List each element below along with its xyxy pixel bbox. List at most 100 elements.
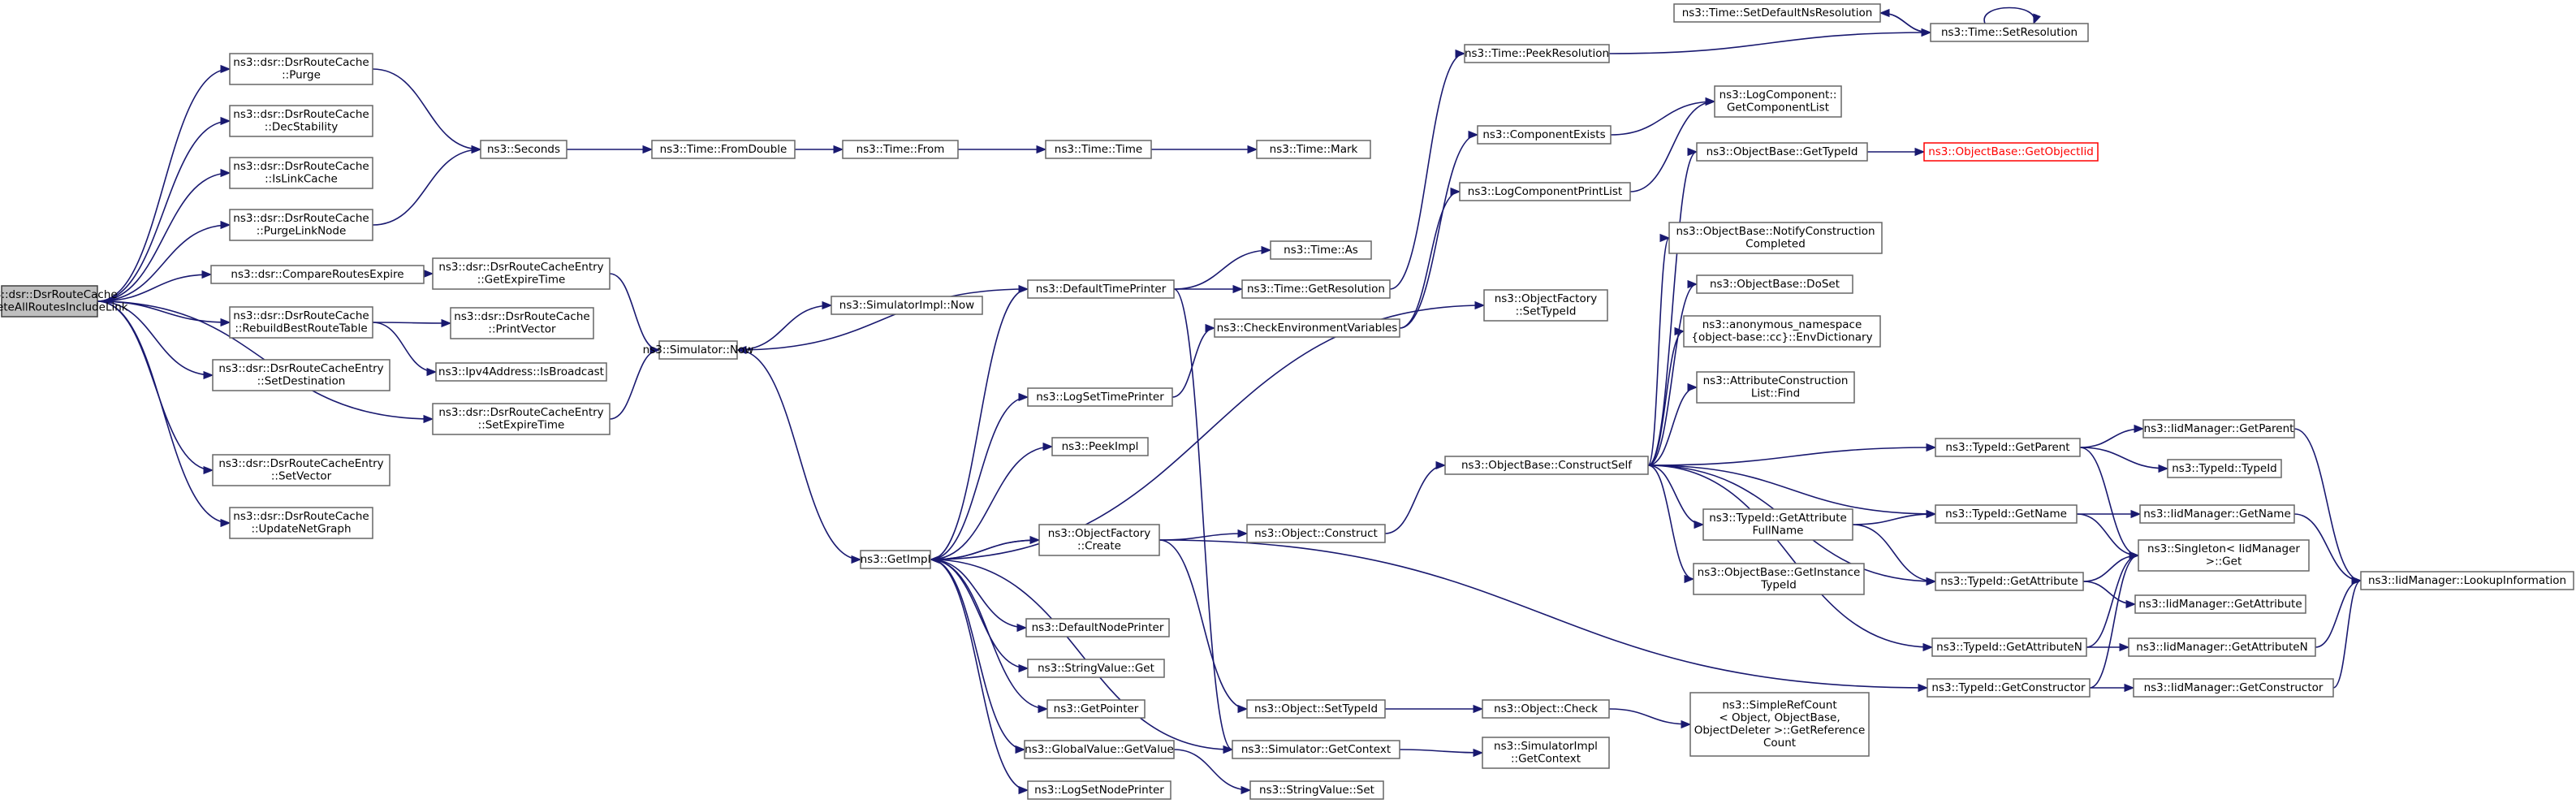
node-setexp[interactable]: ns3::dsr::DsrRouteCacheEntry::SetExpireT… xyxy=(432,403,611,435)
node-timemark[interactable]: ns3::Time::Mark xyxy=(1256,140,1371,159)
node-objsettid[interactable]: ns3::Object::SetTypeId xyxy=(1246,699,1386,719)
node-defnp[interactable]: ns3::DefaultNodePrinter xyxy=(1025,618,1170,637)
edge-ofcreate-to-objsettid xyxy=(1159,539,1249,714)
node-purgelink[interactable]: ns3::dsr::DsrRouteCache::PurgeLinkNode xyxy=(229,209,373,241)
node-iidlookup[interactable]: ns3::IidManager::LookupInformation xyxy=(2360,571,2574,590)
node-obgetoid[interactable]: ns3::ObjectBase::GetObjectIid xyxy=(1923,142,2099,162)
node-compexists[interactable]: ns3::ComponentExists xyxy=(1477,125,1612,145)
edge-ofcreate-to-objconstruct xyxy=(1159,529,1249,541)
node-setdest[interactable]: ns3::dsr::DsrRouteCacheEntry::SetDestina… xyxy=(212,359,390,391)
edge-getimpl-to-gvget xyxy=(930,559,1026,754)
node-box xyxy=(1673,3,1881,23)
node-timeas[interactable]: ns3::Time::As xyxy=(1270,240,1372,260)
node-logcgcl[interactable]: ns3::LogComponent::GetComponentList xyxy=(1714,85,1842,118)
node-iidgetparent[interactable]: ns3::IidManager::GetParent xyxy=(2142,419,2295,439)
node-tidtid[interactable]: ns3::TypeId::TypeId xyxy=(2167,459,2282,478)
node-gvget[interactable]: ns3::GlobalValue::GetValue xyxy=(1024,740,1175,759)
node-simimplgetctx[interactable]: ns3::SimulatorImpl::GetContext xyxy=(1482,737,1610,769)
edge-setdefns-to-setres xyxy=(1879,12,1932,37)
node-simnow[interactable]: ns3::Simulator::Now xyxy=(643,340,754,360)
node-rebuild[interactable]: ns3::dsr::DsrRouteCache::RebuildBestRout… xyxy=(229,306,373,339)
node-updnet[interactable]: ns3::dsr::DsrRouteCache::UpdateNetGraph xyxy=(229,507,373,539)
edge-deftp-to-timeas xyxy=(1173,245,1272,290)
node-envdict[interactable]: ns3::anonymous_namespace{object-base::cc… xyxy=(1683,315,1881,348)
node-obgettid[interactable]: ns3::ObjectBase::GetTypeId xyxy=(1696,142,1868,162)
node-label: ns3::dsr::DsrRouteCache xyxy=(454,310,589,323)
node-box xyxy=(2134,594,2306,614)
node-peekres[interactable]: ns3::Time::PeekResolution xyxy=(1464,44,1610,63)
node-box xyxy=(229,306,373,339)
node-box xyxy=(229,105,373,137)
edge-ofcreate-to-getimpl xyxy=(929,539,1040,564)
node-box xyxy=(1025,618,1170,637)
node-box xyxy=(1930,23,2089,42)
node-label: ns3::LogSetNodePrinter xyxy=(1034,784,1164,797)
node-peekimpl[interactable]: ns3::PeekImpl xyxy=(1051,437,1149,456)
node-tidgetname[interactable]: ns3::TypeId::GetName xyxy=(1935,504,2078,524)
node-strset[interactable]: ns3::StringValue::Set xyxy=(1249,780,1384,800)
node-label: ns3::dsr::DsrRouteCache xyxy=(233,108,369,121)
node-decstab[interactable]: ns3::dsr::DsrRouteCache::DecStability xyxy=(229,105,373,137)
node-getres[interactable]: ns3::Time::GetResolution xyxy=(1241,279,1391,299)
node-label: ns3::ObjectFactory xyxy=(1048,527,1151,540)
node-obnotify[interactable]: ns3::ObjectBase::NotifyConstructionCompl… xyxy=(1668,222,1883,254)
node-label: ::Purge xyxy=(282,69,321,82)
node-strget[interactable]: ns3::StringValue::Get xyxy=(1027,659,1165,678)
node-label: ns3::GetPointer xyxy=(1054,702,1139,715)
node-box xyxy=(1689,692,1870,757)
node-root[interactable]: ns3::dsr::DsrRouteCache::DeleteAllRoutes… xyxy=(0,285,128,318)
node-tidgetparent[interactable]: ns3::TypeId::GetParent xyxy=(1935,438,2081,457)
node-ofcreate[interactable]: ns3::ObjectFactory::Create xyxy=(1038,524,1160,556)
node-objconstruct[interactable]: ns3::Object::Construct xyxy=(1246,524,1386,543)
node-getexp[interactable]: ns3::dsr::DsrRouteCacheEntry::GetExpireT… xyxy=(432,257,611,290)
node-setdefns[interactable]: ns3::Time::SetDefaultNsResolution xyxy=(1673,3,1881,23)
edge-getimpl-to-getptr xyxy=(930,559,1049,714)
node-purge[interactable]: ns3::dsr::DsrRouteCache::Purge xyxy=(229,53,373,85)
node-label: ObjectDeleter >::GetReference xyxy=(1694,724,1866,737)
node-compare[interactable]: ns3::dsr::CompareRoutesExpire xyxy=(210,265,425,284)
node-tidgetctor[interactable]: ns3::TypeId::GetConstructor xyxy=(1927,678,2091,698)
node-srcgetref[interactable]: ns3::SimpleRefCount< Object, ObjectBase,… xyxy=(1689,692,1870,757)
node-tidgetattr[interactable]: ns3::TypeId::GetAttribute xyxy=(1935,572,2084,591)
node-printvec[interactable]: ns3::dsr::DsrRouteCache::PrintVector xyxy=(450,307,594,339)
node-setres[interactable]: ns3::Time::SetResolution xyxy=(1930,23,2089,42)
node-obconstructself[interactable]: ns3::ObjectBase::ConstructSelf xyxy=(1444,456,1649,475)
node-iidgetname[interactable]: ns3::IidManager::GetName xyxy=(2139,504,2295,524)
node-getimpl[interactable]: ns3::GetImpl xyxy=(860,550,931,569)
node-label: ::SetDestination xyxy=(257,375,346,388)
node-chkenv[interactable]: ns3::CheckEnvironmentVariables xyxy=(1214,318,1400,338)
node-label: ::UpdateNetGraph xyxy=(251,523,351,536)
node-label: ns3::GlobalValue::GetValue xyxy=(1025,743,1174,756)
node-deftp[interactable]: ns3::DefaultTimePrinter xyxy=(1027,279,1175,299)
node-box xyxy=(651,140,796,159)
edge-getres-to-peekres xyxy=(1389,49,1466,290)
node-label: ns3::SimulatorImpl::Now xyxy=(839,299,974,312)
node-objcheck[interactable]: ns3::Object::Check xyxy=(1482,699,1610,719)
node-logstp[interactable]: ns3::LogSetTimePrinter xyxy=(1027,387,1173,407)
node-isbcast[interactable]: ns3::Ipv4Address::IsBroadcast xyxy=(435,362,607,382)
node-islink[interactable]: ns3::dsr::DsrRouteCache::IsLinkCache xyxy=(229,157,373,189)
edge-purge-to-seconds xyxy=(372,68,482,154)
node-logcpl[interactable]: ns3::LogComponentPrintList xyxy=(1459,182,1631,201)
node-iidgetctor[interactable]: ns3::IidManager::GetConstructor xyxy=(2133,678,2334,698)
node-simimplnow[interactable]: ns3::SimulatorImpl::Now xyxy=(831,296,983,315)
node-tidgetattrn[interactable]: ns3::TypeId::GetAttributeN xyxy=(1931,637,2087,657)
node-ofsettid[interactable]: ns3::ObjectFactory::SetTypeId xyxy=(1483,289,1608,322)
node-iidgetattrn[interactable]: ns3::IidManager::GetAttributeN xyxy=(2128,637,2316,657)
node-obdoset[interactable]: ns3::ObjectBase::DoSet xyxy=(1696,274,1853,294)
node-label: ::GetExpireTime xyxy=(477,274,566,287)
node-label: ns3::Object::Construct xyxy=(1254,527,1378,540)
node-timefrom[interactable]: ns3::Time::From xyxy=(842,140,959,159)
node-singleton[interactable]: ns3::Singleton< IidManager>::Get xyxy=(2138,539,2310,572)
node-simgetctx[interactable]: ns3::Simulator::GetContext xyxy=(1232,740,1400,759)
node-logsnp[interactable]: ns3::LogSetNodePrinter xyxy=(1027,780,1171,800)
node-getptr[interactable]: ns3::GetPointer xyxy=(1046,699,1146,719)
node-timetime[interactable]: ns3::Time::Time xyxy=(1045,140,1152,159)
node-seconds[interactable]: ns3::Seconds xyxy=(480,140,567,159)
node-fromdouble[interactable]: ns3::Time::FromDouble xyxy=(651,140,796,159)
node-setvector[interactable]: ns3::dsr::DsrRouteCacheEntry::SetVector xyxy=(212,454,390,486)
node-iidgetattr[interactable]: ns3::IidManager::GetAttribute xyxy=(2134,594,2306,614)
